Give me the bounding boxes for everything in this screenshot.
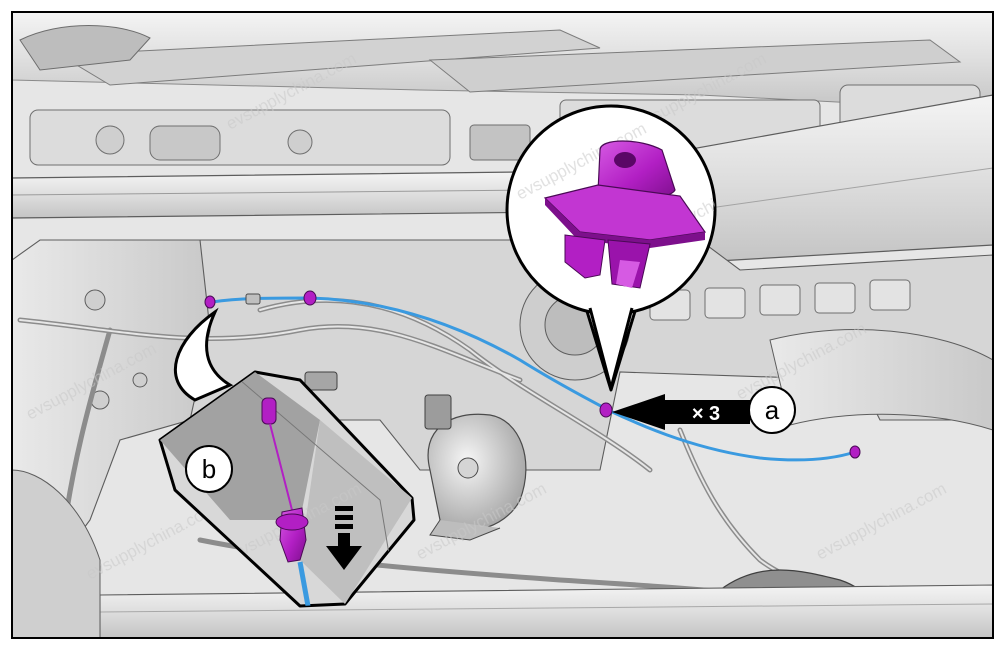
clip-detail-callout: evsupplychina.com evsupplychina.com — [505, 104, 717, 392]
horn — [427, 413, 527, 541]
clip-marker — [204, 295, 216, 309]
clip-part-icon — [543, 140, 707, 289]
pointer-arrow: × 3 — [612, 394, 750, 430]
clip-marker — [599, 402, 613, 418]
quantity-label: × 3 — [692, 403, 720, 425]
figure-frame — [11, 11, 994, 639]
clip-removal-callout: evsupplychina.com — [158, 307, 416, 608]
removal-direction-arrow — [326, 506, 362, 570]
engine-bay-scene — [12, 12, 993, 638]
callout-letter-b: b — [202, 454, 216, 484]
callout-letter-a: a — [765, 395, 780, 425]
callout-label-b: b — [185, 445, 233, 493]
clip-markers — [204, 290, 861, 459]
clip-marker — [303, 290, 317, 306]
clip-marker — [849, 445, 861, 459]
callout-label-a: a — [748, 386, 796, 434]
